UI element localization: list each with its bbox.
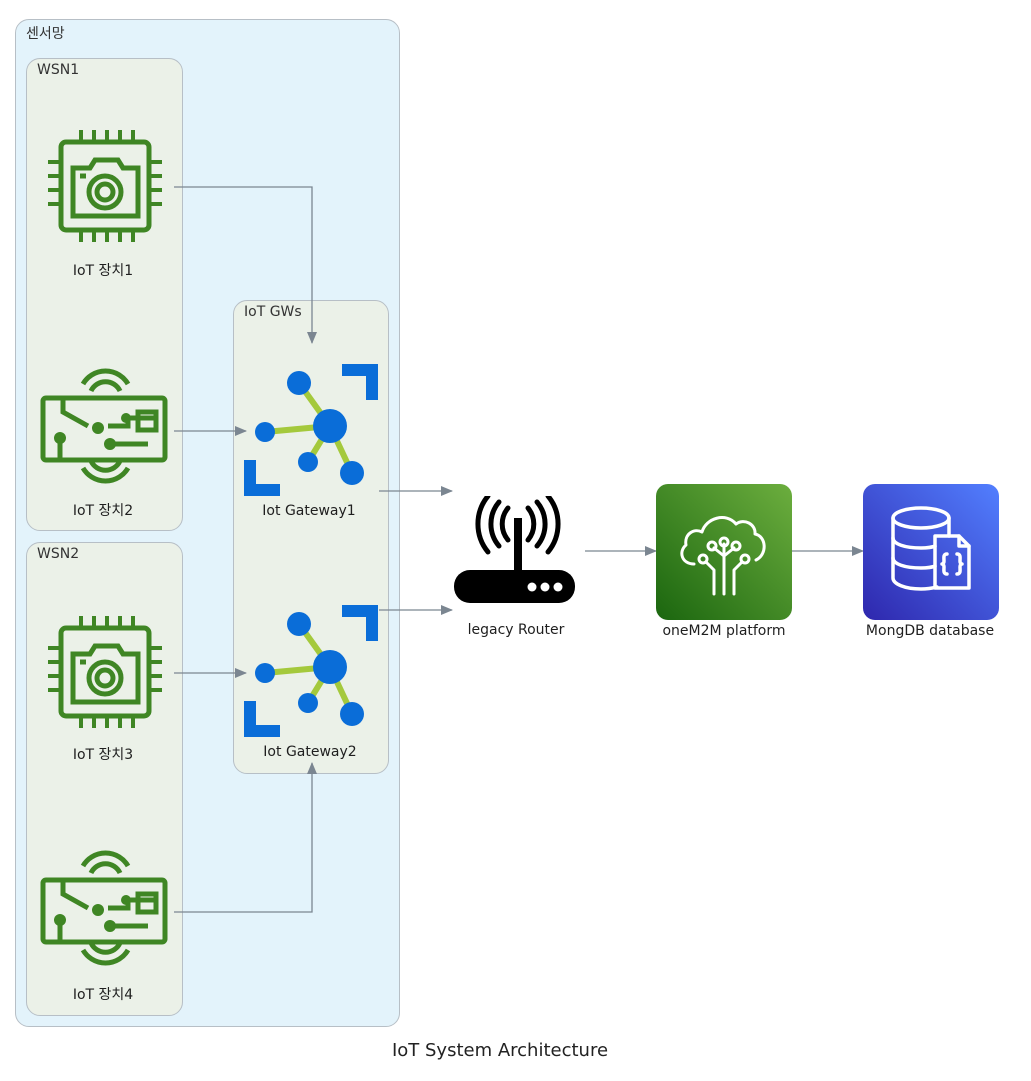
iot-camera-chip-icon <box>48 616 162 728</box>
node-label: IoT 장치1 <box>72 263 134 279</box>
cluster-label-sensor-network: 센서망 <box>26 26 65 42</box>
node-label: MongDB database <box>865 623 995 639</box>
node-iot-device-2[interactable]: IoT 장치2 <box>38 366 168 526</box>
node-onem2m-platform[interactable]: oneM2M platform <box>656 484 792 649</box>
edge-device1-gateway1 <box>174 186 317 344</box>
node-legacy-router[interactable]: legacy Router <box>448 493 588 646</box>
node-label: legacy Router <box>467 622 565 638</box>
node-label: IoT 장치2 <box>72 503 134 519</box>
node-iot-device-3[interactable]: IoT 장치3 <box>38 614 168 774</box>
cluster-label-wsn1: WSN1 <box>37 62 80 78</box>
iot-hub-icon <box>244 364 378 496</box>
node-iot-device-1[interactable]: IoT 장치1 <box>38 128 168 288</box>
node-label: Iot Gateway1 <box>262 503 356 519</box>
node-iot-device-4[interactable]: IoT 장치4 <box>38 848 168 1008</box>
node-label: IoT 장치3 <box>72 747 134 763</box>
cloud-circuit-icon <box>656 484 792 620</box>
node-iot-gateway-2[interactable]: Iot Gateway2 <box>242 603 382 768</box>
cluster-wsn2: WSN2 <box>26 542 183 1016</box>
node-label: Iot Gateway2 <box>263 744 357 760</box>
database-icon <box>863 484 999 620</box>
router-icon <box>454 493 575 603</box>
diagram-caption: IoT System Architecture <box>391 1040 609 1061</box>
iot-camera-chip-icon <box>48 130 162 242</box>
node-label: IoT 장치4 <box>72 987 134 1003</box>
node-label: oneM2M platform <box>662 623 786 639</box>
iot-hub-icon <box>244 605 378 737</box>
iot-circuit-board-icon <box>40 850 168 966</box>
cluster-wsn1: WSN1 <box>26 58 183 531</box>
cluster-label-iot-gws: IoT GWs <box>244 304 302 320</box>
node-mongdb-database[interactable]: MongDB database <box>863 484 999 649</box>
edge-device4-gateway2 <box>174 762 317 913</box>
node-iot-gateway-1[interactable]: Iot Gateway1 <box>242 362 382 527</box>
cluster-label-wsn2: WSN2 <box>37 546 80 562</box>
iot-circuit-board-icon <box>40 368 168 484</box>
